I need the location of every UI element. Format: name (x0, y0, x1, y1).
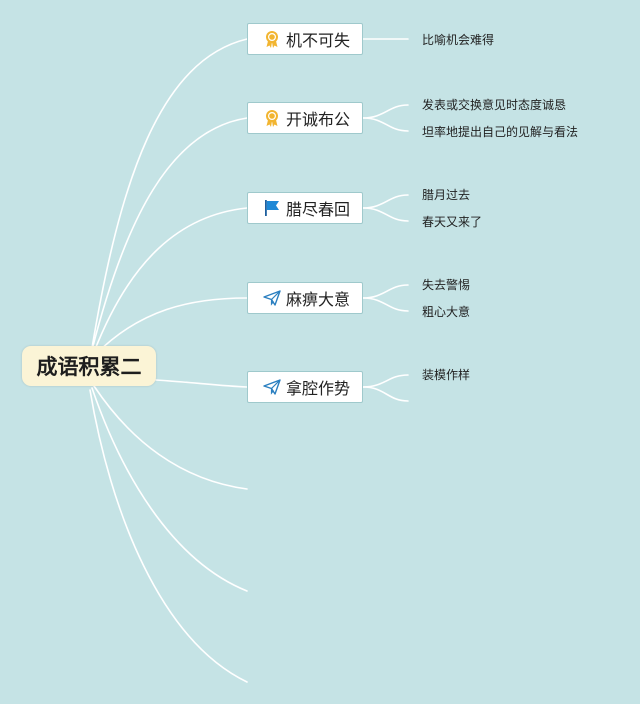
detail-text: 坦率地提出自己的见解与看法 (422, 125, 579, 139)
connector-line (362, 194, 409, 209)
connector-line (362, 284, 409, 299)
topic-node-naqiangzuoshi[interactable]: 拿腔作势 (247, 371, 363, 403)
connector-line (362, 386, 409, 402)
connector-line (155, 379, 248, 388)
topic-label: 麻痹大意 (286, 290, 351, 309)
connector-line (362, 117, 409, 132)
paper-plane-icon (262, 288, 282, 308)
connector-line (91, 117, 248, 351)
topic-label: 开诚布公 (286, 110, 351, 129)
connector-line (89, 389, 248, 683)
detail-text: 装模作样 (422, 368, 471, 382)
topic-label: 机不可失 (286, 31, 351, 50)
detail-text: 春天又来了 (422, 215, 483, 229)
detail-text: 失去警惕 (422, 278, 471, 292)
topic-node-kaichengbugong[interactable]: 开诚布公 (247, 102, 363, 134)
topic-label: 腊尽春回 (286, 200, 351, 219)
connector-line (362, 207, 409, 222)
root-node[interactable]: 成语积累二 (22, 346, 156, 386)
detail-text: 发表或交换意见时态度诚恳 (422, 98, 567, 112)
connector-line (91, 38, 248, 349)
connector-line (91, 387, 248, 592)
connector-line (362, 374, 409, 388)
root-label: 成语积累二 (36, 355, 142, 379)
connector-line (93, 385, 248, 490)
award-medal-icon (262, 29, 282, 49)
connector-line (362, 297, 409, 312)
award-medal-icon (262, 108, 282, 128)
topic-node-jibukeshi[interactable]: 机不可失 (247, 23, 363, 55)
detail-text: 粗心大意 (422, 305, 471, 319)
connector-line (93, 207, 248, 353)
detail-text: 腊月过去 (422, 188, 471, 202)
paper-plane-icon (262, 377, 282, 397)
detail-text: 比喻机会难得 (422, 33, 495, 47)
topic-label: 拿腔作势 (286, 379, 351, 398)
connector-line (362, 104, 409, 119)
topic-node-lajinchunhui[interactable]: 腊尽春回 (247, 192, 363, 224)
connector-line (95, 297, 248, 355)
topic-node-mabidayi[interactable]: 麻痹大意 (247, 282, 363, 314)
blue-flag-icon (262, 198, 282, 218)
